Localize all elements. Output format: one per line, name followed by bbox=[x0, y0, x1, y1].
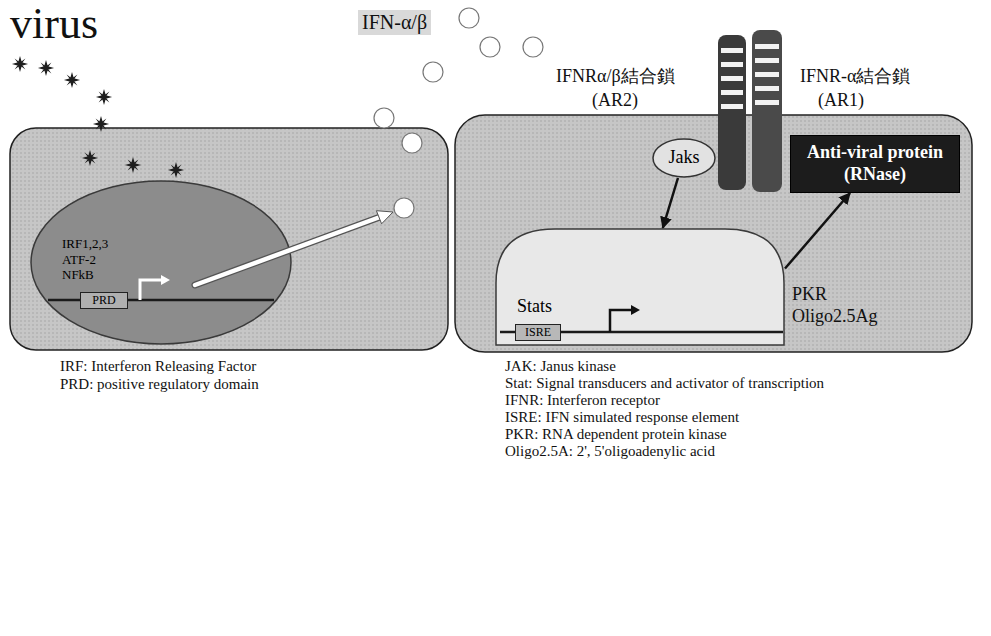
abbreviation-note: PKR: RNA dependent protein kinase bbox=[505, 426, 727, 443]
protein-box: Anti-viral protein (RNase) bbox=[790, 135, 960, 193]
response-element-box: ISRE bbox=[515, 324, 561, 341]
signal-arrow bbox=[785, 193, 850, 269]
receptor-chains bbox=[718, 30, 782, 192]
factor-name: Stats bbox=[517, 296, 785, 318]
virus-particle bbox=[82, 150, 98, 166]
nucleus: IRF1,2,3 ATF-2 NFkB PRD bbox=[30, 180, 292, 345]
abbreviation-note: JAK: Janus kinase bbox=[505, 358, 616, 375]
interferon-molecule bbox=[374, 108, 394, 128]
receptor-chain-name: (AR2) bbox=[592, 90, 638, 111]
receptor-chain bbox=[752, 30, 782, 192]
transcription-factors: IRF1,2,3 ATF-2 NFkB bbox=[62, 236, 120, 283]
receptor-chain-name: (AR1) bbox=[818, 90, 864, 111]
abbreviation-note: Stat: Signal transducers and activator o… bbox=[505, 375, 824, 392]
dna-strand bbox=[48, 300, 783, 332]
interferon-molecule bbox=[480, 37, 500, 57]
interferon-molecule bbox=[423, 62, 443, 82]
gene-product-name: PKR bbox=[792, 284, 827, 305]
transcription-start-arrow bbox=[140, 275, 170, 300]
infected-cell bbox=[10, 128, 448, 350]
element-name: ISRE bbox=[525, 325, 551, 339]
pathogen-name: virus bbox=[10, 2, 98, 46]
virus-particle bbox=[168, 162, 184, 178]
virus-particle bbox=[12, 56, 28, 72]
nucleus: StatsISRE bbox=[495, 228, 785, 346]
interferon-molecule bbox=[394, 198, 414, 218]
interferon-molecule bbox=[523, 37, 543, 57]
receptor-chain-name: IFNR-α結合鎖 bbox=[800, 66, 910, 87]
kinase-ellipse: Jaks bbox=[652, 138, 716, 178]
signal-arrow bbox=[663, 178, 678, 228]
gene-product-name: Oligo2.5Ag bbox=[792, 306, 878, 327]
element-name: PRD bbox=[92, 293, 115, 307]
virus-particles bbox=[12, 56, 184, 178]
virus-particle bbox=[93, 116, 109, 132]
virus-particle bbox=[64, 72, 80, 88]
abbreviation-note: IRF: Interferon Releasing Factor bbox=[60, 358, 256, 375]
receptor-chain-name: IFNRα/β結合鎖 bbox=[556, 66, 675, 87]
promoter-box: PRD bbox=[80, 292, 128, 309]
virus-particle bbox=[38, 60, 54, 76]
virus-particle bbox=[96, 89, 112, 105]
abbreviation-note: Oligo2.5A: 2', 5'oligoadenylic acid bbox=[505, 443, 715, 460]
receptor-stripes bbox=[721, 44, 779, 109]
transcription-start-arrow bbox=[610, 305, 640, 332]
kinase-name: Jaks bbox=[669, 147, 700, 169]
virus-particle bbox=[125, 157, 141, 173]
interferon-molecule bbox=[402, 133, 422, 153]
secretion-arrow bbox=[195, 211, 393, 285]
abbreviation-note: PRD: positive regulatory domain bbox=[60, 376, 259, 393]
cytokine-name: IFN-α/β bbox=[358, 10, 431, 35]
protein-name: Anti-viral protein (RNase) bbox=[796, 142, 954, 185]
abbreviation-note: IFNR: Interferon receptor bbox=[505, 392, 660, 409]
target-cell bbox=[455, 115, 972, 352]
abbreviation-note: ISRE: IFN simulated response element bbox=[505, 409, 739, 426]
interferon-molecules bbox=[374, 8, 543, 218]
receptor-chain bbox=[718, 35, 746, 190]
interferon-molecule bbox=[459, 8, 479, 28]
